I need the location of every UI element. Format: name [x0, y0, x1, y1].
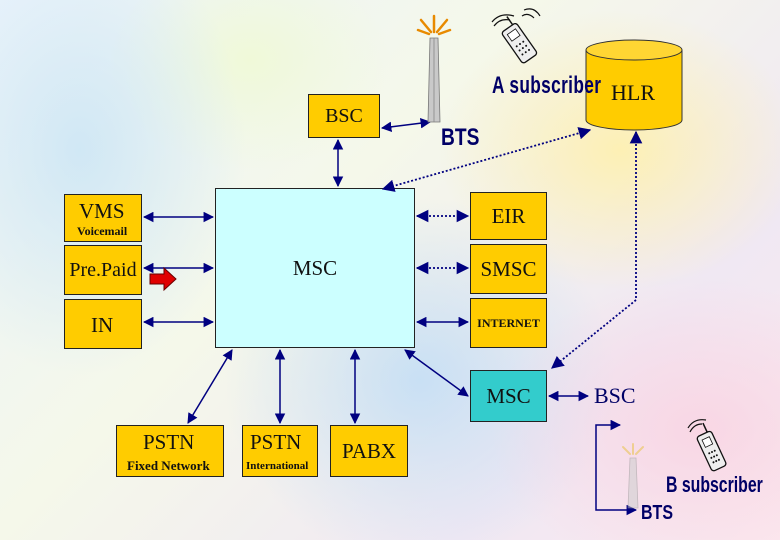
signal-waves-icon	[491, 8, 541, 27]
eir-box: EIR	[470, 192, 547, 240]
database-cylinder-icon	[585, 39, 683, 131]
b-subscriber-label: B subscriber	[666, 472, 763, 497]
msc-msc-b-link	[404, 349, 469, 397]
antenna-tower-icon	[416, 14, 452, 123]
a-subscriber-label: A subscriber	[492, 72, 602, 99]
msc-b-box: MSC	[470, 370, 547, 422]
msc-b-label: MSC	[486, 383, 531, 408]
prepaid-label: Pre.Paid	[69, 258, 137, 281]
vms-box: VMS Voicemail	[64, 194, 142, 242]
pstn-fixed-box: PSTN Fixed Network	[116, 425, 224, 477]
vms-label: VMS	[79, 199, 125, 223]
hlr-msc-b-link	[551, 130, 643, 369]
internet-label: INTERNET	[477, 315, 540, 330]
pabx-box: PABX	[330, 425, 408, 477]
hlr-msc-link	[381, 127, 592, 192]
mobile-phone-icon	[696, 422, 727, 472]
bsc-b-bts-link	[595, 419, 638, 516]
in-box: IN	[64, 299, 142, 349]
msc-pstn-fixed-link	[187, 349, 233, 424]
eir-label: EIR	[491, 203, 526, 228]
smsc-label: SMSC	[480, 256, 537, 281]
solid-links	[142, 117, 638, 516]
red-arrow-icon	[149, 266, 177, 292]
voicemail-label: Voicemail	[77, 224, 128, 238]
bts-bottom-label: BTS	[641, 502, 673, 524]
in-label: IN	[91, 313, 114, 337]
fixed-network-label: Fixed Network	[127, 458, 210, 473]
bsc-top-box: BSC	[308, 94, 380, 138]
bsc-b-label: BSC	[594, 383, 636, 408]
mobile-phone-icon	[501, 16, 538, 64]
bsc-top-label: BSC	[325, 104, 363, 127]
bsc-bts-link	[380, 117, 432, 133]
signal-waves-icon	[687, 419, 707, 433]
international-label: International	[246, 460, 309, 472]
pstn-fixed-label: PSTN	[143, 430, 195, 454]
internet-box: INTERNET	[470, 298, 547, 348]
pabx-label: PABX	[341, 438, 397, 463]
bts-top-label: BTS	[441, 124, 480, 151]
pstn-intl-label: PSTN	[250, 430, 302, 454]
msc-main-label: MSC	[292, 255, 338, 280]
hlr-label: HLR	[611, 80, 655, 105]
prepaid-box: Pre.Paid	[64, 245, 142, 295]
pstn-intl-box: PSTN International	[242, 425, 318, 477]
msc-main-box: MSC	[215, 188, 415, 348]
antenna-tower-icon	[622, 443, 644, 509]
dotted-links	[381, 127, 643, 369]
smsc-box: SMSC	[470, 244, 547, 294]
